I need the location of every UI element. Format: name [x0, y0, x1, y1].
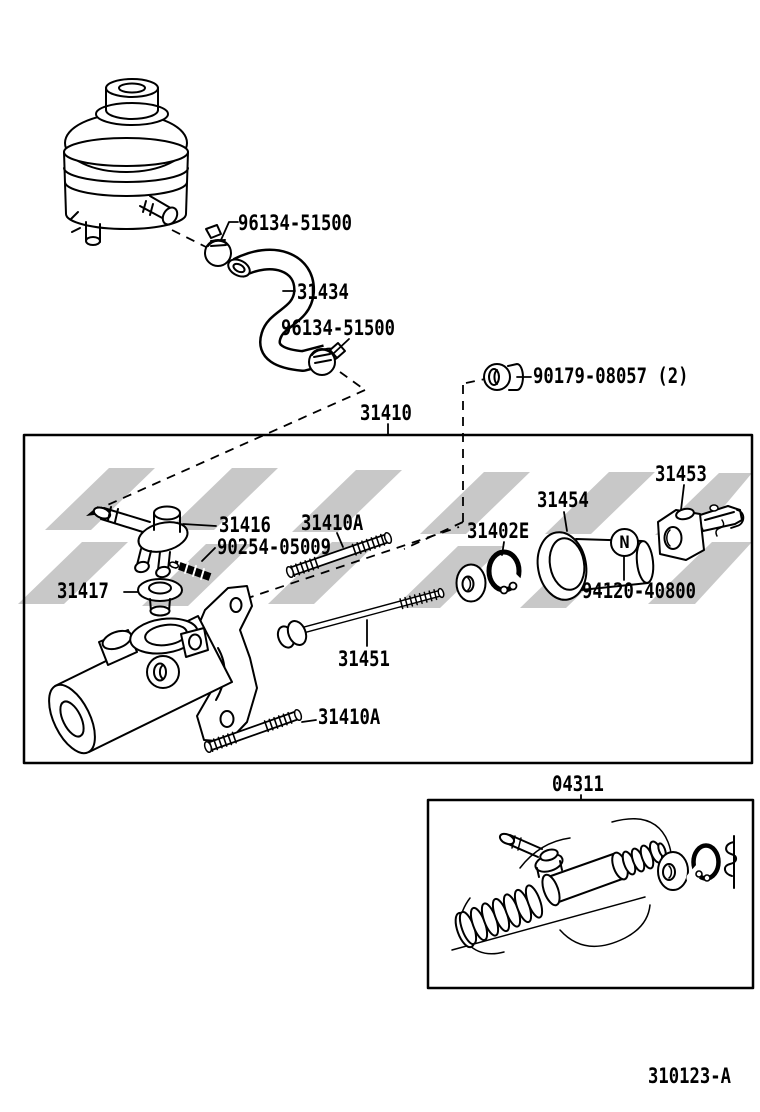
cap-grommet	[137, 578, 183, 617]
callout-pin: 90254-05009	[217, 535, 332, 559]
leader-union	[182, 523, 217, 527]
repair-kit-piston	[454, 832, 667, 949]
union-fitting	[92, 505, 189, 579]
leader-clamp-upper	[220, 221, 239, 241]
washer	[455, 563, 487, 603]
callout-repair-kit: 04311	[552, 772, 604, 796]
repair-kit-clip	[724, 835, 738, 889]
leader-boot	[563, 511, 568, 532]
callout-boot: 31454	[537, 488, 589, 512]
callout-clamp-lower: 96134-51500	[281, 316, 396, 340]
nut-marker-badge: N	[610, 528, 639, 557]
leader-lines	[123, 221, 685, 800]
callout-union-fitting: 31416	[219, 513, 271, 537]
callout-master-cylinder-assembly: 31410	[360, 401, 412, 425]
hose-clamp-upper	[204, 224, 232, 267]
guide-bracket-line	[244, 526, 460, 600]
callout-bolt: 31451	[338, 647, 390, 671]
callout-grommet-bolt: 90179-08057 (2)	[533, 364, 689, 388]
guide-hose-down	[339, 371, 366, 391]
guide-grommet-link	[465, 378, 486, 384]
leader-snap-ring	[501, 541, 505, 556]
dashed-guides	[93, 229, 486, 600]
assembly-box	[22, 433, 754, 765]
bolt	[276, 587, 445, 649]
repair-kit-washer	[657, 851, 689, 891]
leader-clamp-lower	[333, 338, 350, 354]
callout-stud-upper: 31410A	[301, 511, 364, 535]
stud-lower	[203, 708, 303, 754]
leader-pin	[201, 547, 216, 562]
callout-clevis: 31453	[655, 462, 707, 486]
reservoir-tank	[63, 78, 189, 246]
guide-hose-to-union	[93, 389, 366, 512]
stud-upper	[285, 531, 393, 579]
leader-clevis	[680, 484, 685, 511]
nut-marker-letter: N	[619, 532, 630, 553]
grommet-bolt	[483, 363, 524, 391]
leader-stud-upper	[336, 532, 344, 548]
repair-kit-snap-ring	[686, 843, 721, 884]
callout-stud-lower: 31410A	[318, 705, 381, 729]
repair-kit-box	[426, 798, 755, 990]
callout-nut: 94120-40800	[582, 579, 697, 603]
pin	[168, 559, 212, 581]
guide-tank-to-clamp	[171, 229, 207, 248]
leader-stud-lower	[301, 719, 317, 723]
clevis	[657, 504, 745, 561]
callout-grommet: 31417	[57, 579, 109, 603]
callout-clamp-upper: 96134-51500	[238, 211, 353, 235]
snap-ring	[486, 549, 531, 598]
figure-code: 310123-A	[648, 1064, 731, 1088]
callout-hose: 31434	[297, 280, 349, 304]
master-cylinder	[48, 585, 258, 755]
callout-snap-ring: 31402E	[467, 519, 530, 543]
